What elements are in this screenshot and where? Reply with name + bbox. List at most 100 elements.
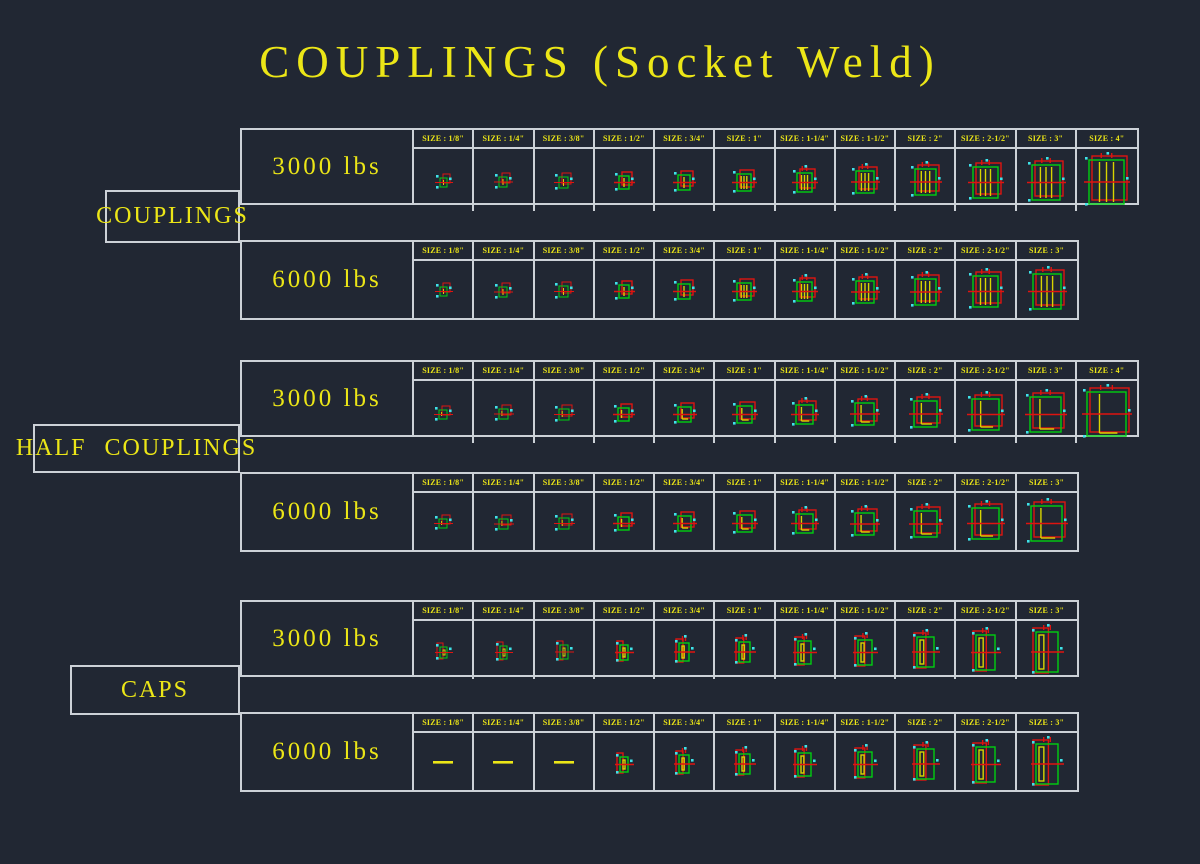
drawing-cell <box>896 733 957 791</box>
coupling-drawing <box>909 270 942 307</box>
size-header-cell: SIZE : 2-1/2" <box>956 362 1017 381</box>
half-drawing <box>553 404 575 422</box>
drawing-cell <box>474 261 535 318</box>
drawing-title: COUPLINGS (Socket Weld) <box>259 37 941 87</box>
drawing-cell <box>1077 149 1137 211</box>
half-drawing <box>434 514 454 530</box>
drawing-cell <box>956 493 1017 550</box>
cap-drawing <box>434 642 453 660</box>
size-header-cell: SIZE : 1/8" <box>414 714 475 733</box>
load-rating-label: 6000 lbs <box>240 712 414 792</box>
size-header-cell: SIZE : 1-1/4" <box>775 130 836 149</box>
size-header-cell: SIZE : 2-1/2" <box>956 714 1017 733</box>
half-drawing <box>672 401 697 424</box>
size-header-cell: SIZE : 2" <box>896 602 957 621</box>
drawing-cell <box>655 381 716 443</box>
cap-drawing <box>793 632 818 666</box>
drawing-cell <box>595 493 655 550</box>
cap-drawing <box>852 631 878 667</box>
cap-drawing <box>970 738 1001 784</box>
drawing-cell <box>896 149 957 211</box>
size-header-cell: SIZE : 1-1/4" <box>775 714 836 733</box>
drawing-cell <box>655 493 716 550</box>
size-header-cell: SIZE : 1-1/2" <box>835 362 896 381</box>
size-table-half-couplings-3000: SIZE : 1/8"SIZE : 1/4"SIZE : 3/8"SIZE : … <box>412 360 1139 443</box>
drawing-cell <box>896 381 957 443</box>
drawing-cell <box>715 381 776 443</box>
size-header-cell: SIZE : 2-1/2" <box>956 474 1017 493</box>
drawing-cell <box>956 149 1017 211</box>
drawing-cell <box>776 733 836 791</box>
coupling-drawing <box>613 170 635 191</box>
size-header-cell: SIZE : 1" <box>715 242 776 261</box>
size-header-cell: SIZE : 1/4" <box>474 130 535 149</box>
drawing-cell <box>414 261 475 318</box>
size-header-cell: SIZE : 3/8" <box>534 474 595 493</box>
size-header-cell: SIZE : 1-1/2" <box>835 602 896 621</box>
cap-drawing <box>970 626 1001 672</box>
drawing-cell <box>896 493 957 550</box>
size-header-cell: SIZE : 3/4" <box>655 602 716 621</box>
drawing-cell <box>414 733 475 791</box>
load-rating-label: 3000 lbs <box>240 600 414 677</box>
drawing-cell <box>595 261 655 318</box>
half-drawing <box>1026 498 1069 543</box>
size-header-cell: SIZE : 4" <box>1076 362 1137 381</box>
coupling-drawing <box>909 161 942 197</box>
half-drawing <box>850 395 881 427</box>
size-header-cell: SIZE : 3/8" <box>534 242 595 261</box>
coupling-drawing <box>1027 266 1067 311</box>
coupling-drawing <box>434 282 453 298</box>
drawing-cell <box>715 621 776 679</box>
coupling-drawing <box>732 168 758 193</box>
cap-drawing <box>1030 624 1064 674</box>
size-header-cell: SIZE : 1-1/2" <box>835 242 896 261</box>
size-table-caps-6000: SIZE : 1/8"SIZE : 1/4"SIZE : 3/8"SIZE : … <box>412 712 1079 792</box>
size-table-couplings-3000: SIZE : 1/8"SIZE : 1/4"SIZE : 3/8"SIZE : … <box>412 128 1139 211</box>
drawing-cell <box>776 381 836 443</box>
size-header-cell: SIZE : 1-1/4" <box>775 362 836 381</box>
size-header-cell: SIZE : 3" <box>1016 714 1077 733</box>
coupling-drawing <box>967 268 1004 309</box>
coupling-drawing <box>613 280 635 300</box>
size-header-cell: SIZE : 2-1/2" <box>956 602 1017 621</box>
half-drawing <box>791 506 820 535</box>
size-header-cell: SIZE : 3/4" <box>655 714 716 733</box>
cap-drawing <box>911 741 940 781</box>
drawing-cell <box>715 149 776 211</box>
size-table-caps-3000: SIZE : 1/8"SIZE : 1/4"SIZE : 3/8"SIZE : … <box>412 600 1079 679</box>
drawing-cell <box>414 493 475 550</box>
drawing-cell <box>655 621 716 679</box>
half-drawing <box>672 511 697 533</box>
drawing-cell <box>535 261 595 318</box>
drawing-cell <box>836 149 896 211</box>
coupling-drawing <box>732 278 758 302</box>
size-header-cell: SIZE : 2" <box>896 362 957 381</box>
size-header-cell: SIZE : 1/2" <box>594 130 655 149</box>
size-header-cell: SIZE : 1-1/4" <box>775 474 836 493</box>
half-drawing <box>791 396 820 426</box>
cap-drawing <box>674 747 696 775</box>
drawing-cell <box>595 733 655 791</box>
size-header-cell: SIZE : 1" <box>715 130 776 149</box>
size-header-cell: SIZE : 2" <box>896 130 957 149</box>
size-header-cell: SIZE : 3/4" <box>655 242 716 261</box>
drawing-cell <box>1017 149 1077 211</box>
coupling-drawing <box>673 169 697 192</box>
half-drawing <box>613 512 636 532</box>
half-drawing <box>908 502 943 539</box>
size-header-cell: SIZE : 1/4" <box>474 474 535 493</box>
size-header-cell: SIZE : 1/2" <box>594 362 655 381</box>
size-header-cell: SIZE : 1/2" <box>594 714 655 733</box>
drawing-cell <box>535 621 595 679</box>
cap-drawing <box>911 629 940 669</box>
cap-drawing <box>733 634 756 664</box>
drawing-cell <box>655 733 716 791</box>
drawing-cell <box>715 493 776 550</box>
cap-drawing <box>614 639 634 662</box>
size-header-cell: SIZE : 3" <box>1016 602 1077 621</box>
drawing-cell <box>474 621 535 679</box>
size-header-cell: SIZE : 2" <box>896 714 957 733</box>
drawing-cell <box>655 149 716 211</box>
